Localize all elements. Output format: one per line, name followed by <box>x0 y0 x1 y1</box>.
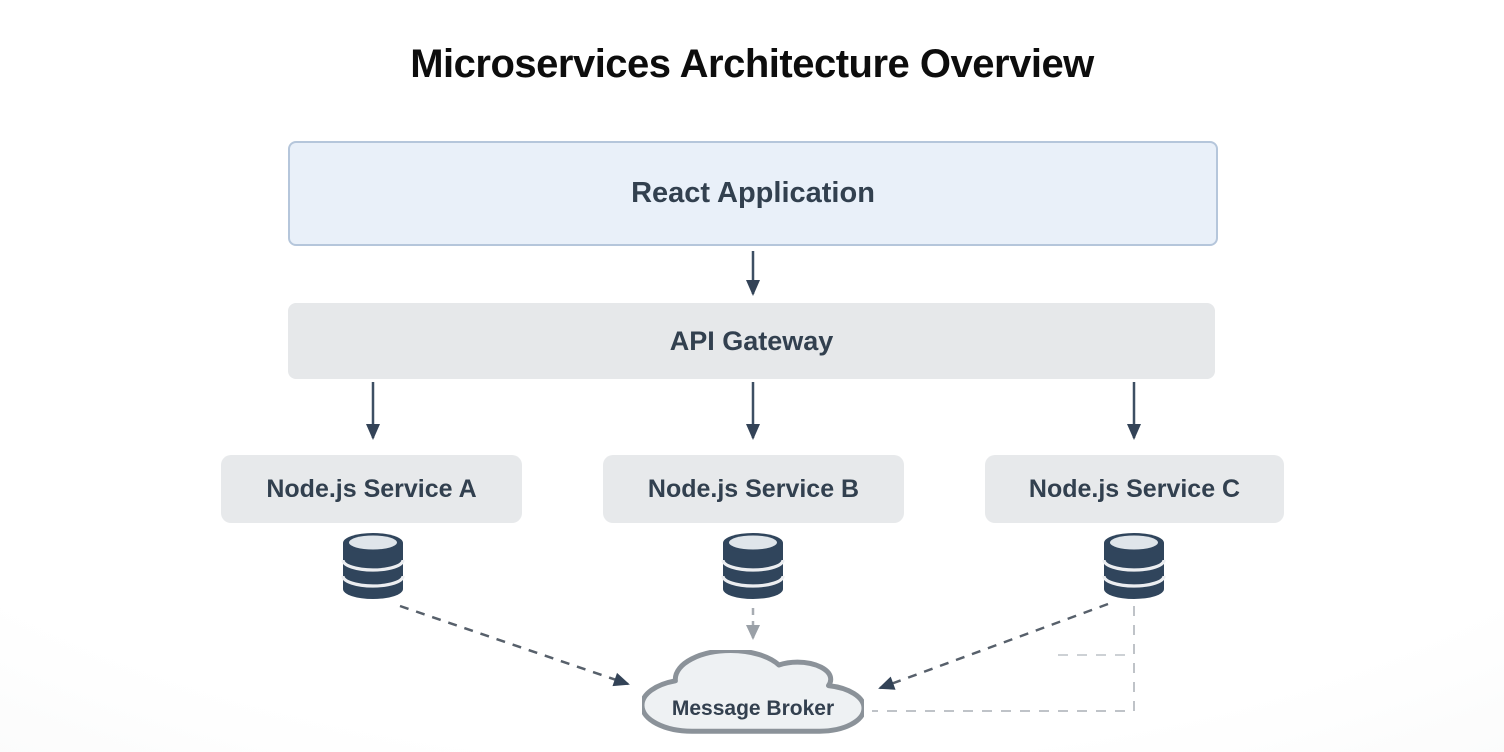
edge-db-c-to-broker <box>878 602 1109 690</box>
node-service-c-label: Node.js Service C <box>1028 474 1241 503</box>
node-react-application: React Application <box>288 141 1218 246</box>
node-service-b-label: Node.js Service B <box>647 474 860 503</box>
node-service-b: Node.js Service B <box>603 455 904 523</box>
node-react-application-label: React Application <box>631 177 875 209</box>
database-b-icon <box>721 533 785 599</box>
message-broker-cloud-icon <box>642 650 864 740</box>
edge-db-c-elbow-light <box>872 606 1135 712</box>
node-service-a: Node.js Service A <box>221 455 522 523</box>
node-service-a-label: Node.js Service A <box>266 474 477 503</box>
node-api-gateway-label: API Gateway <box>669 325 834 356</box>
database-a-icon <box>341 533 405 599</box>
node-service-c: Node.js Service C <box>985 455 1284 523</box>
database-c-icon <box>1102 533 1166 599</box>
node-api-gateway: API Gateway <box>288 303 1215 379</box>
node-message-broker-label: Message Broker <box>671 697 835 720</box>
diagram-title: Microservices Architecture Overview <box>410 42 1094 86</box>
edge-db-a-to-broker <box>399 604 630 687</box>
